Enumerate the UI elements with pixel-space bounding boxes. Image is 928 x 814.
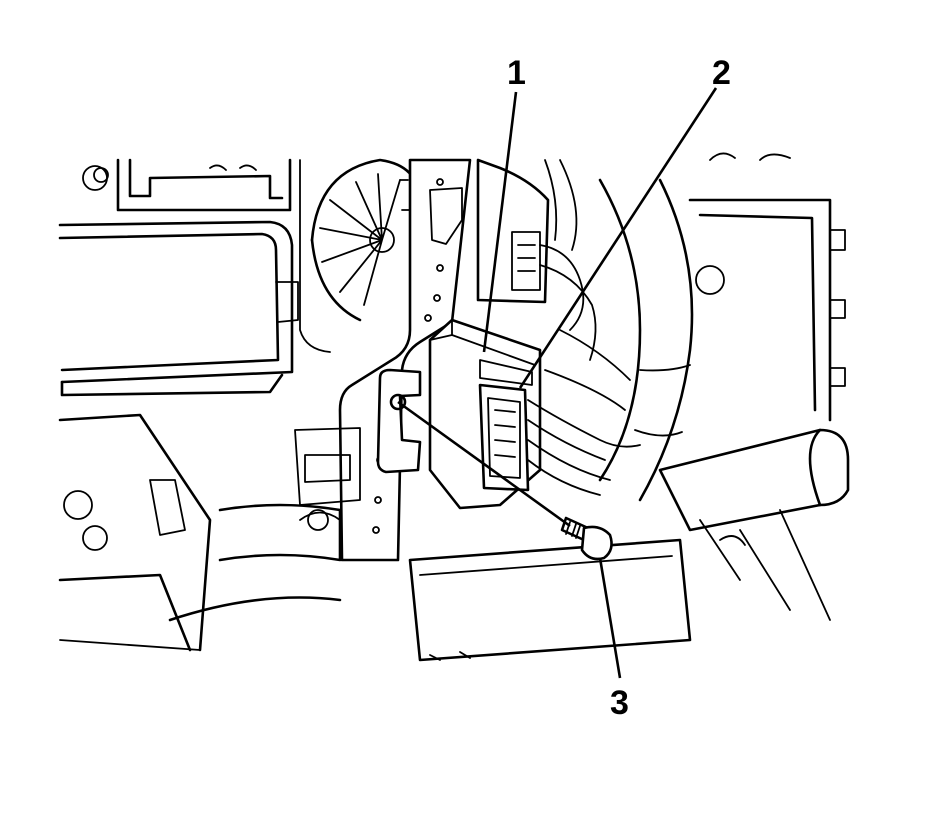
callout-label-3: 3: [610, 684, 629, 722]
left-dash-panel: [58, 158, 299, 397]
leader-line-bolt-axis: [397, 400, 571, 528]
control-module: [376, 318, 542, 510]
callout-label-1: 1: [507, 54, 526, 92]
leader-line-3: [598, 557, 622, 679]
right-duct-assembly: [658, 152, 850, 621]
callout-leaders: [397, 87, 718, 679]
leader-line-1: [482, 91, 518, 353]
leader-line-2: [518, 87, 718, 389]
callout-label-2: 2: [712, 54, 731, 92]
wire-loom: [527, 178, 694, 502]
blower-fan: [299, 158, 422, 353]
mounting-bolt: [560, 516, 613, 561]
lower-left-panel: [58, 413, 361, 652]
